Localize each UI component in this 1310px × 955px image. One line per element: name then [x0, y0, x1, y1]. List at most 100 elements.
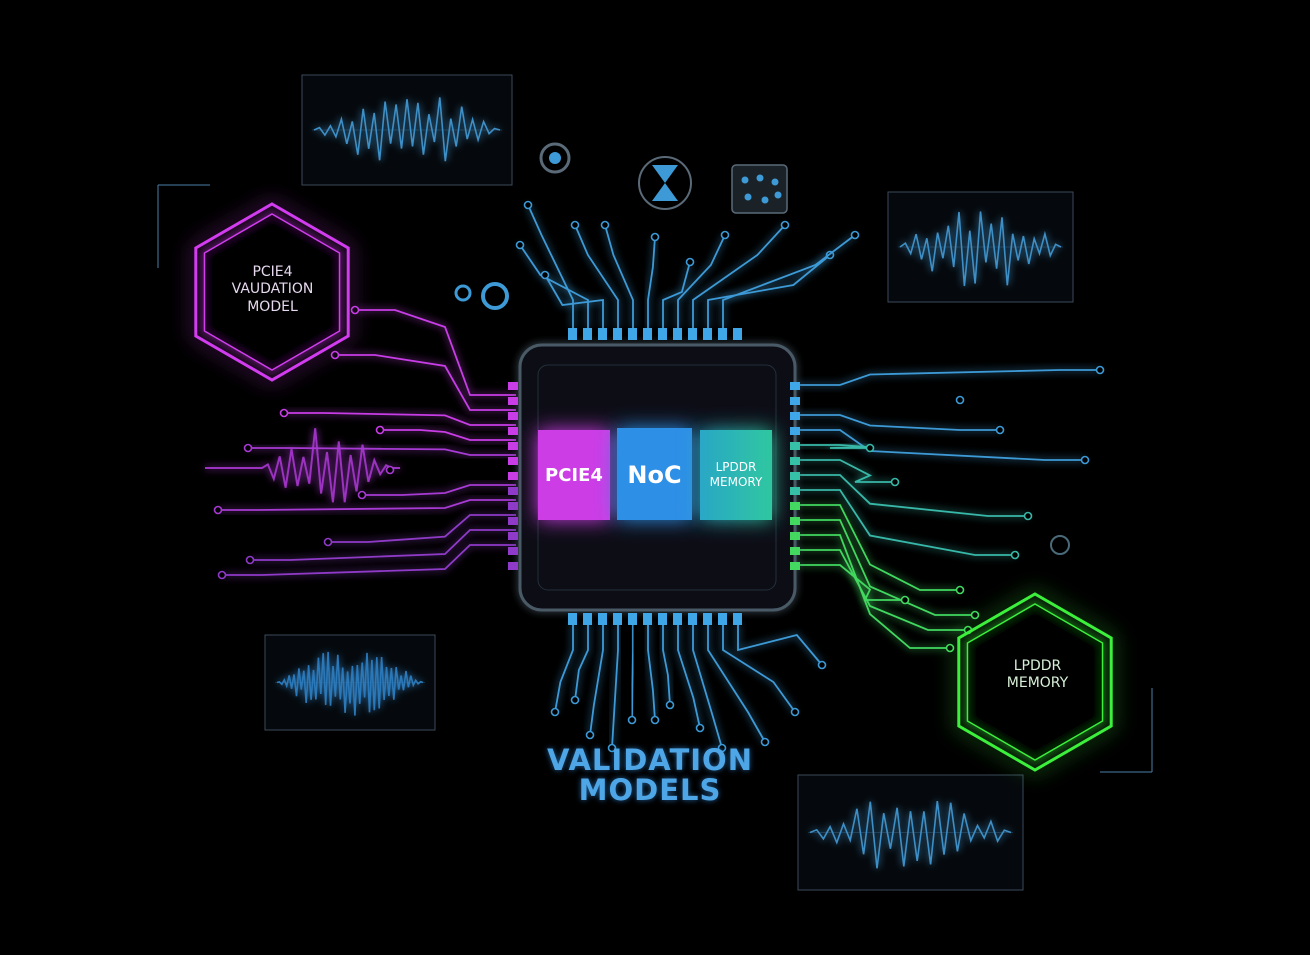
chip-pin-right — [790, 457, 800, 465]
trace-top-7-node — [720, 230, 730, 240]
trace-right-8-node — [955, 585, 965, 595]
waveform-panel-top — [301, 74, 513, 186]
trace-bottom-5 — [647, 622, 656, 721]
trace-top-7 — [677, 234, 726, 328]
chip-pin-bottom — [613, 613, 622, 625]
trace-left-5-node — [385, 465, 395, 475]
ring-icon — [454, 282, 509, 310]
chip-pin-bottom — [718, 613, 727, 625]
title-line-2: MODELS — [578, 773, 722, 808]
trace-right-6-node — [1023, 511, 1033, 521]
lpddr-hexagon-outer — [957, 592, 1113, 772]
chip-pin-bottom — [643, 613, 652, 625]
chip-pin-right — [790, 532, 800, 540]
chip-pin-bottom — [688, 613, 697, 625]
ring-outer — [481, 282, 509, 310]
chip-pin-top — [718, 328, 727, 340]
trace-bottom-11-node — [817, 660, 827, 670]
dot-grid-dot — [761, 196, 769, 204]
chip-pin-bottom — [583, 613, 592, 625]
trace-top-10-node — [850, 230, 860, 240]
pcie-hexagon-outer — [194, 202, 350, 382]
trace-left-2 — [284, 412, 516, 426]
trace-bottom-7 — [677, 622, 701, 729]
trace-right-10 — [795, 534, 950, 649]
chip-pin-right — [790, 412, 800, 420]
dot-grid-dot — [741, 176, 749, 184]
trace-top-4 — [604, 224, 634, 328]
waveform-panel-top-waveform — [313, 97, 501, 162]
trace-bottom-4-node — [627, 715, 637, 725]
trace-top-4-node — [600, 220, 610, 230]
chip-pin-right — [790, 382, 800, 390]
trace-bottom-11 — [737, 622, 823, 666]
chip-pin-right — [790, 397, 800, 405]
trace-right-5 — [795, 459, 895, 483]
hexagon-callouts — [194, 202, 1113, 772]
chip-pin-left — [508, 532, 518, 540]
trace-bottom-3-node — [607, 743, 617, 753]
chip-pin-left — [508, 547, 518, 555]
trace-right-0-node — [1095, 365, 1105, 375]
chip-pin-right — [790, 472, 800, 480]
trace-right-5-node — [890, 477, 900, 487]
chip-pin-left — [508, 382, 518, 390]
trace-bottom-3 — [611, 622, 619, 749]
chip-pin-left — [508, 472, 518, 480]
hourglass-icon — [638, 156, 692, 210]
trace-right-3-node — [1080, 455, 1090, 465]
pcie-validation-callout-label: PCIE4 VAUDATION MODEL — [231, 263, 314, 315]
trace-left-9 — [250, 529, 516, 561]
processor-chip — [508, 328, 800, 625]
pcie-hexagon-inner — [203, 213, 341, 371]
chip-pin-top — [583, 328, 592, 340]
corner-frame-right — [1100, 688, 1153, 773]
trace-top-8-node — [780, 220, 790, 230]
chip-pin-bottom — [628, 613, 637, 625]
trace-top-5 — [647, 236, 656, 328]
trace-right-2 — [795, 414, 1000, 431]
corner-frame-left — [157, 184, 210, 268]
title-line-1: VALIDATION — [547, 743, 753, 777]
waveform-panel-right-waveform — [899, 211, 1062, 287]
chip-pin-bottom — [658, 613, 667, 625]
chip-pin-top — [628, 328, 637, 340]
trace-bottom-9 — [707, 622, 766, 743]
chip-pin-left — [508, 412, 518, 420]
hourglass-shape — [652, 165, 678, 201]
trace-right-7-node — [1010, 550, 1020, 560]
chip-pin-right — [790, 442, 800, 450]
trace-left-6-node — [357, 490, 367, 500]
lpddr-memory-callout-label: LPDDR MEMORY — [1006, 657, 1069, 692]
trace-left-2-node — [279, 408, 289, 418]
trace-top-3 — [574, 224, 619, 328]
chip-pin-left — [508, 502, 518, 510]
trace-left-7-node — [213, 505, 223, 515]
dot-grid-dot — [774, 191, 782, 199]
chip-pin-top — [568, 328, 577, 340]
trace-left-3-node — [375, 425, 385, 435]
trace-right-2-node — [995, 425, 1005, 435]
chip-pin-right — [790, 487, 800, 495]
dot-grid-frame — [731, 164, 788, 214]
waveform-panel-right — [887, 191, 1074, 303]
chip-pin-top — [613, 328, 622, 340]
chip-pin-top — [733, 328, 742, 340]
trace-top-6-node — [685, 257, 695, 267]
trace-right-7 — [795, 489, 1015, 556]
chip-block-pcie4 — [538, 430, 610, 520]
trace-left-1 — [335, 354, 516, 411]
trace-bottom-2 — [589, 622, 604, 736]
chip-pin-left — [508, 442, 518, 450]
trace-bottom-5-node — [650, 715, 660, 725]
trace-left-1-node — [330, 350, 340, 360]
chip-pin-top — [688, 328, 697, 340]
trace-right-1-node — [955, 395, 965, 405]
waveform-panel-bottom-right-waveform — [809, 801, 1012, 869]
trace-right-6 — [795, 474, 1028, 517]
chip-block-lpddr — [700, 430, 772, 520]
trace-top-2 — [544, 274, 604, 328]
trace-bottom-1-node — [570, 695, 580, 705]
trace-bottom-8-node — [717, 743, 727, 753]
